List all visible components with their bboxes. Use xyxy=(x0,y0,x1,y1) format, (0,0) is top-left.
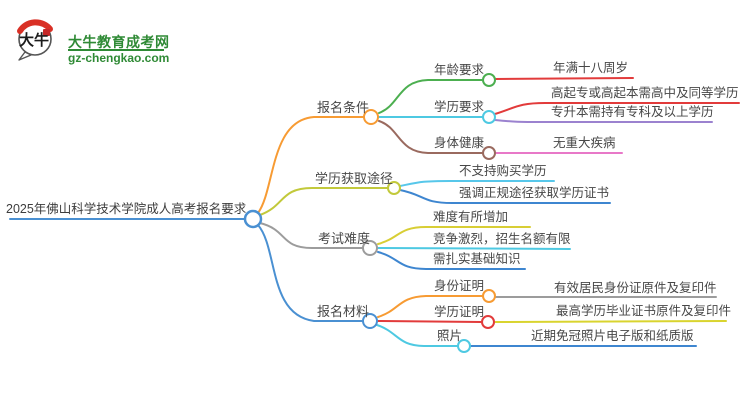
edge-root-degree-channels xyxy=(259,187,389,216)
node-circle-conditions[interactable] xyxy=(363,109,379,125)
leaf-diploma-copy[interactable]: 最高学历毕业证书原件及复印件 xyxy=(556,304,732,318)
leaf-hs-diploma[interactable]: 高起专或高起本需高中及同等学历 xyxy=(551,86,739,100)
edge-no-buying-diploma xyxy=(399,180,555,187)
site-logo[interactable]: 大牛 大牛教育成考网 gz-chengkao.com xyxy=(10,12,180,65)
edge-college-diploma xyxy=(494,119,713,123)
node-circle-health[interactable] xyxy=(482,146,496,160)
node-circle-degree-channels[interactable] xyxy=(387,181,401,195)
edge-id-proof xyxy=(377,295,484,318)
root-node-label[interactable]: 2025年佛山科学技术学院成人高考报名要求 xyxy=(6,202,247,216)
node-health-requirement[interactable]: 身体健康 xyxy=(434,136,485,150)
node-circle-education-proof[interactable] xyxy=(481,315,495,329)
node-circle-materials[interactable] xyxy=(362,313,378,329)
branch-enroll-conditions[interactable]: 报名条件 xyxy=(317,100,370,115)
edge-health-requirement xyxy=(378,120,484,154)
edge-solid-foundation xyxy=(377,251,526,270)
logo-url[interactable]: gz-chengkao.com xyxy=(68,51,170,65)
node-education-requirement[interactable]: 学历要求 xyxy=(434,100,485,114)
leaf-age-18[interactable]: 年满十八周岁 xyxy=(553,61,629,75)
node-circle-education[interactable] xyxy=(482,110,496,124)
svg-text:大牛: 大牛 xyxy=(19,31,49,49)
node-circle-age[interactable] xyxy=(482,73,496,87)
branch-exam-difficulty[interactable]: 考试难度 xyxy=(318,231,371,246)
daniu-speech-bubble-icon: 大牛 xyxy=(17,19,53,61)
node-circle-photo[interactable] xyxy=(457,339,471,353)
edge-root-conditions xyxy=(257,116,365,214)
leaf-no-major-disease[interactable]: 无重大疾病 xyxy=(553,136,616,150)
edge-age-18 xyxy=(494,77,634,80)
edge-hs-diploma xyxy=(494,102,740,115)
leaf-fierce-competition[interactable]: 竞争激烈，招生名额有限 xyxy=(433,232,571,246)
leaf-solid-foundation[interactable]: 需扎实基础知识 xyxy=(433,252,521,266)
edge-age-requirement xyxy=(378,79,484,114)
edge-formal-channels xyxy=(399,189,611,204)
leaf-photo-format[interactable]: 近期免冠照片电子版和纸质版 xyxy=(531,329,694,343)
leaf-formal-channels[interactable]: 强调正规途径获取学历证书 xyxy=(459,186,610,200)
edge-fierce-competition xyxy=(377,247,571,250)
root-node-circle[interactable] xyxy=(243,209,263,229)
edge-diploma-copy xyxy=(494,320,727,323)
logo-title[interactable]: 大牛教育成考网 xyxy=(68,34,170,50)
node-photo[interactable]: 照片 xyxy=(437,329,463,343)
leaf-difficulty-increased[interactable]: 难度有所增加 xyxy=(433,210,509,224)
edge-root-materials xyxy=(257,224,364,322)
logo-divider xyxy=(68,49,164,51)
edge-photo xyxy=(376,324,458,347)
edge-root-difficulty xyxy=(259,222,364,249)
node-education-proof[interactable]: 学历证明 xyxy=(434,305,485,319)
leaf-college-diploma[interactable]: 专升本需持有专科及以上学历 xyxy=(551,105,714,119)
node-age-requirement[interactable]: 年龄要求 xyxy=(434,63,485,77)
branch-enroll-materials[interactable]: 报名材料 xyxy=(317,304,370,319)
node-circle-id-proof[interactable] xyxy=(482,289,496,303)
branch-degree-channels[interactable]: 学历获取途径 xyxy=(315,171,394,186)
leaf-no-buying-diploma[interactable]: 不支持购买学历 xyxy=(459,164,547,178)
node-id-proof[interactable]: 身份证明 xyxy=(434,279,485,293)
node-circle-difficulty[interactable] xyxy=(362,240,378,256)
edge-education-proof xyxy=(377,320,482,323)
leaf-id-copy[interactable]: 有效居民身份证原件及复印件 xyxy=(554,281,717,295)
edge-difficulty-increased xyxy=(377,226,531,245)
